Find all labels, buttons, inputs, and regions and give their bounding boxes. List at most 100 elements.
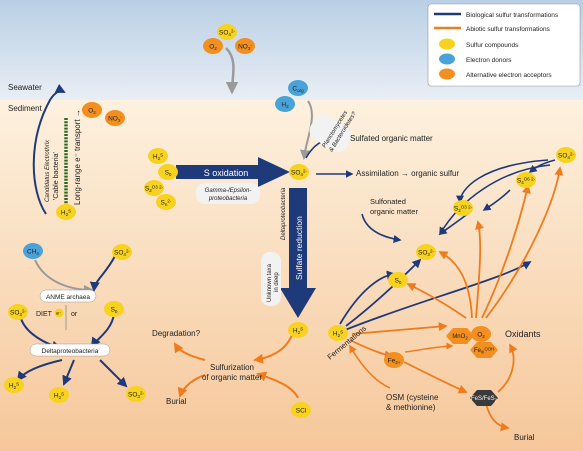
oxidant-to-s2o3-arrow — [475, 220, 484, 319]
legend-biological-label: Biological sulfur transformations — [466, 12, 559, 19]
degradation-arrow — [173, 342, 206, 361]
sulfate-reduction-label: Sulfate reduction — [294, 216, 304, 280]
sulfate-reduction-arrow — [280, 188, 316, 318]
gamma-epsilon-box — [196, 183, 260, 204]
svg-text:NO3-: NO3- — [238, 42, 252, 51]
s2o3-right-node: S2O3 2- — [453, 200, 473, 216]
cable-curve-arrow — [32, 83, 66, 215]
svg-text:SO32-: SO32- — [128, 390, 144, 399]
anme-label: ANME archaea — [46, 294, 90, 301]
svg-text:O2: O2 — [209, 43, 217, 51]
electron-icon-label: e⁻ — [56, 311, 62, 317]
oxidant-to-so4-arrow — [485, 166, 564, 319]
svg-text:H2S: H2S — [333, 329, 343, 338]
svg-text:CH4: CH4 — [27, 248, 39, 256]
feooh-node: FeIIIOOH — [470, 342, 498, 358]
fe-to-feooh-arrow — [404, 342, 454, 353]
oxidant-to-s0-arrow — [406, 283, 467, 319]
svg-text:SO42-: SO42- — [219, 28, 235, 37]
planctomycetes-box — [309, 113, 353, 153]
deltaproteo-vertical-label: Deltaproteobacteria — [281, 187, 287, 240]
svg-text:H2S: H2S — [61, 208, 71, 217]
svg-text:SCl: SCl — [296, 407, 307, 414]
corg-node: Corg — [288, 80, 308, 96]
s0-anme-node: S0 — [104, 301, 124, 317]
h2s-anme-center-arrow — [62, 359, 75, 386]
s2o3-left-node: S2O3 2- — [144, 180, 164, 196]
o2-cable-node: O2 — [82, 102, 102, 118]
svg-text:S2O3 2-: S2O3 2- — [454, 204, 473, 213]
sulfonated-om-arrow — [361, 213, 402, 243]
so4-to-s2o3-arrow — [456, 159, 549, 204]
h2s-sulfurization-arrow — [253, 334, 293, 364]
gamma-epsilon-label-1: Gamma-/Epsilon- — [205, 188, 252, 194]
svg-text:H2S: H2S — [153, 152, 163, 161]
assimilation-label: Assimilation → organic sulfur — [356, 169, 459, 178]
svg-text:NO3-: NO3- — [108, 114, 122, 123]
so4-right-node: SO42- — [556, 147, 576, 163]
legend-sulfur-label: Sulfur compounds — [466, 42, 519, 49]
unknown-taxa-label-1: Unknown taxa — [267, 263, 273, 302]
legend-abiotic-label: Abiotic sulfur transformations — [466, 26, 551, 33]
svg-text:O2: O2 — [88, 107, 96, 115]
s4o6-to-s2o3-arrow — [482, 189, 511, 211]
h2s-left-node: H2S — [148, 148, 168, 164]
sci-node: SCl — [291, 402, 311, 418]
svg-text:Corg: Corg — [292, 85, 304, 93]
electron-icon — [54, 308, 64, 318]
svg-text:FeS/FeS2: FeS/FeS2 — [471, 396, 498, 403]
svg-text:MnO2: MnO2 — [452, 334, 468, 341]
svg-text:FeIIIOOH: FeIIIOOH — [474, 346, 494, 354]
legend-sulfur-swatch — [439, 38, 455, 50]
osm-label-2: & methionine) — [386, 403, 436, 412]
svg-text:SO42-: SO42- — [558, 151, 574, 160]
svg-text:H2S: H2S — [293, 326, 303, 335]
h2s-anme-l-node: H2S — [4, 377, 24, 393]
so4-anme-node: SO42- — [112, 244, 132, 260]
sulfurization-label-1: Sulfurization — [210, 363, 254, 372]
sulfated-om-label: Sulfated organic matter — [350, 134, 433, 143]
sediment-label: Sediment — [8, 104, 43, 113]
h2s-anme-c-node: H2S — [49, 387, 69, 403]
so4-to-s4o6-arrow — [528, 159, 556, 173]
svg-text:H2S: H2S — [9, 381, 19, 390]
svg-text:Fe2+: Fe2+ — [388, 357, 401, 365]
svg-text:Sn2-: Sn2- — [161, 198, 172, 207]
so3-anme-right-arrow — [99, 359, 128, 388]
svg-text:S4O6 2-: S4O6 2- — [517, 176, 536, 185]
sci-sulfurization-arrow — [256, 371, 299, 399]
no3-cable-node: NO3- — [105, 110, 125, 126]
o2-right-node: O2 — [471, 326, 491, 342]
candidatus-label: Candidatus Electrothrix — [45, 139, 51, 202]
osm-arrow — [349, 344, 391, 389]
legend-donor-swatch — [439, 53, 455, 65]
no3-top-node: NO3- — [235, 38, 255, 54]
or-label: or — [71, 311, 78, 318]
degradation-label: Degradation? — [152, 329, 201, 338]
so3-anme-node: SO32- — [8, 304, 28, 320]
fes-to-oxidant-arrow — [497, 343, 518, 393]
diet-label: DIET — [36, 311, 53, 318]
s4o6-node: S4O6 2- — [516, 172, 536, 188]
seawater-input-arrow — [225, 47, 239, 95]
fe2-node: Fe2+ — [384, 352, 404, 368]
unknown-taxa-label-2: in deep — [274, 272, 280, 292]
svg-text:H2: H2 — [281, 101, 289, 109]
svg-text:S0: S0 — [395, 277, 402, 285]
unknown-taxa-box — [261, 252, 281, 306]
svg-text:SO42-: SO42- — [114, 248, 130, 257]
s0-left-node: S0 — [158, 164, 178, 180]
s-oxidation-label: S oxidation — [204, 168, 249, 178]
osm-label-1: OSM (cysteine — [386, 393, 439, 402]
h2s-to-so3-arrow — [345, 258, 422, 327]
burial-left-label: Burial — [166, 397, 187, 406]
gamma-epsilon-label-2: proteobacteria — [208, 196, 248, 202]
fe-to-fes-arrow — [403, 361, 468, 394]
legend-donor-label: Electron donors — [466, 57, 512, 64]
legend-acceptor-label: Alternative electron acceptors — [466, 72, 552, 79]
s0-right-node: S0 — [388, 272, 408, 288]
cable-bacteria-label: 'Cable bacteria' — [53, 152, 60, 200]
burial-right-label: Burial — [514, 433, 535, 442]
